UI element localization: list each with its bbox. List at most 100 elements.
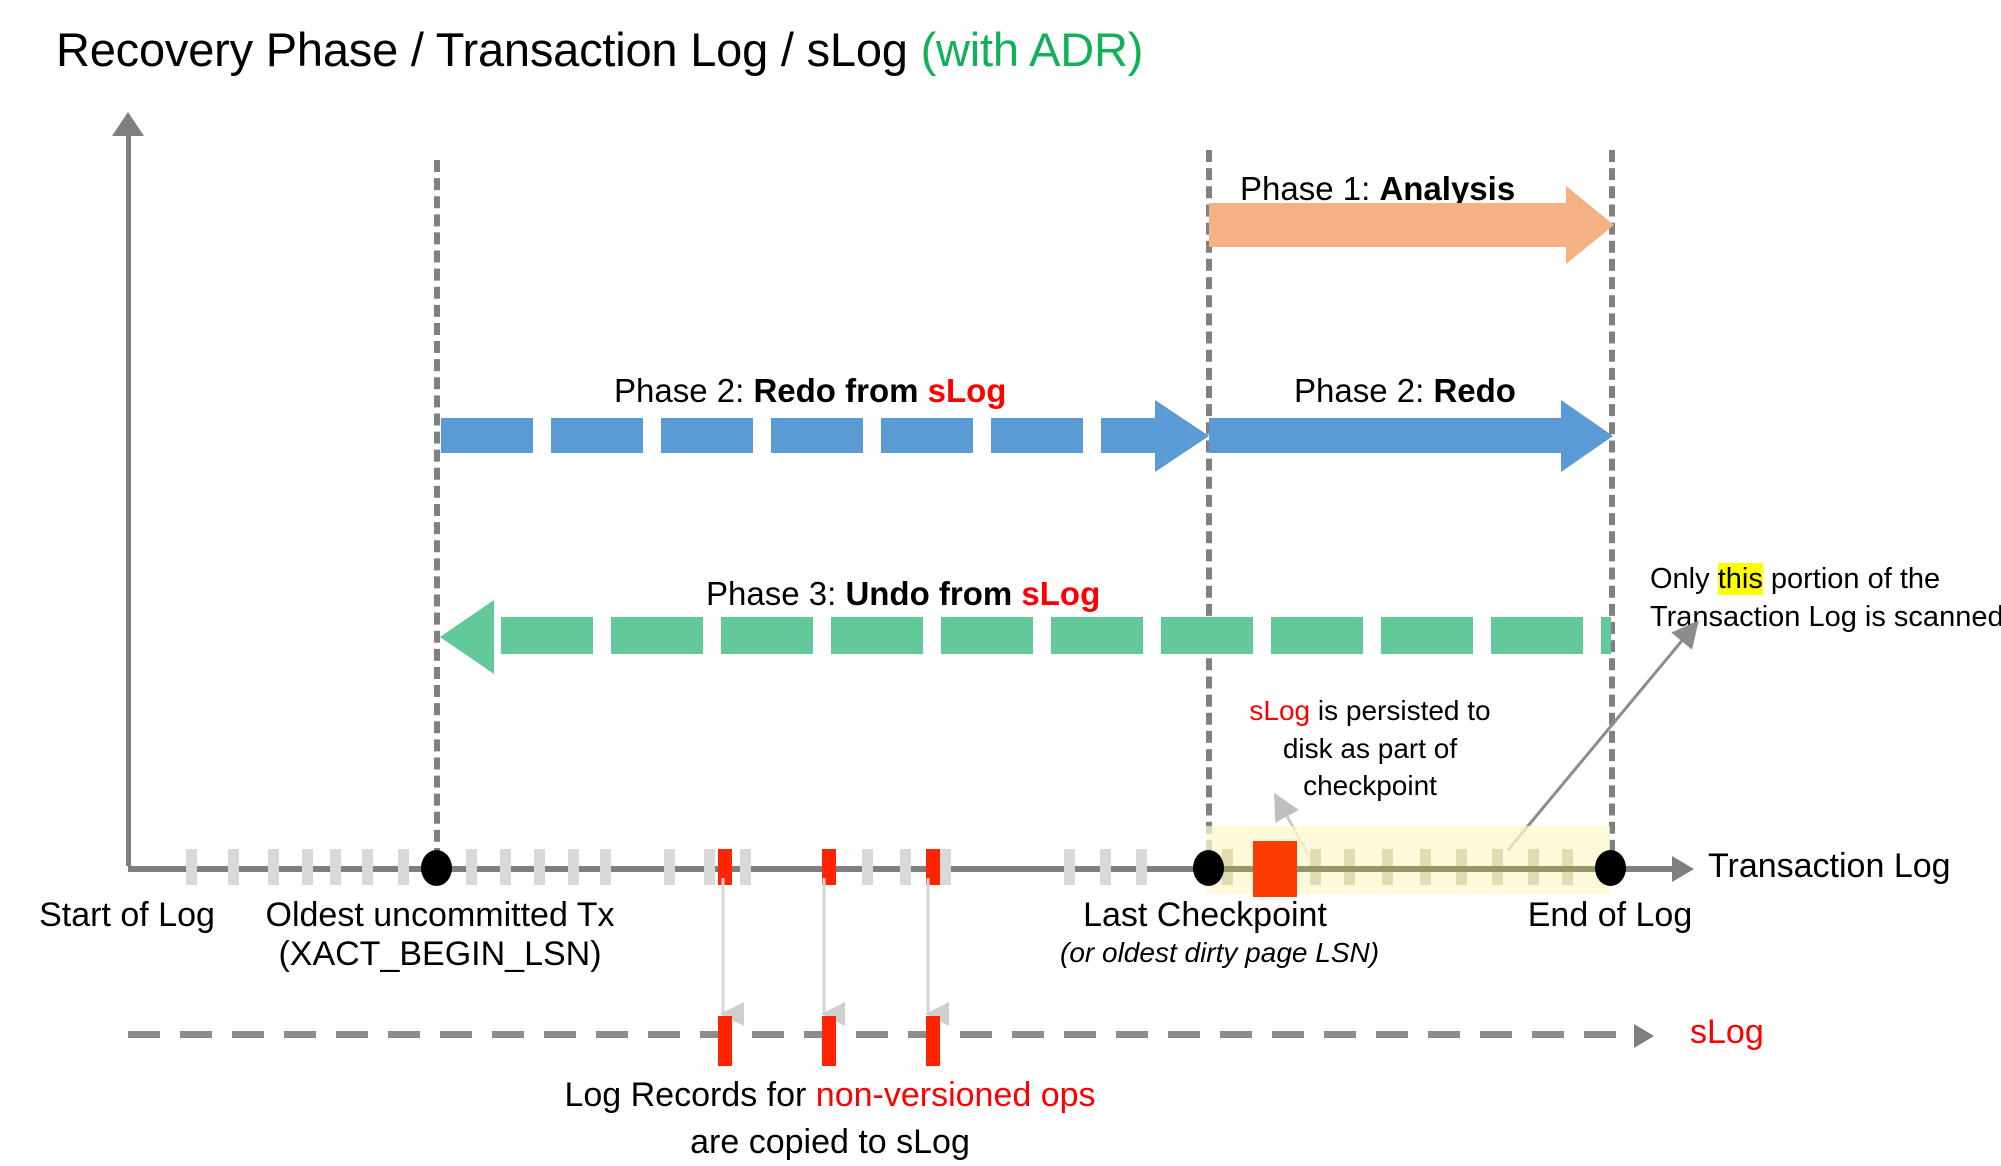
nonversioned-log-record-3 [926,849,940,885]
slog-axis-dash-20 [1116,1031,1148,1038]
phase-2-slog-dash-1 [441,418,533,453]
log-record-13 [664,849,675,885]
marker-dot-end-of-log [1595,850,1626,886]
scan-note-pre: Only [1650,563,1718,595]
slog-axis-dash-21 [1168,1031,1200,1038]
log-record-7 [398,849,409,885]
slog-axis-label: sLog [1690,1013,1764,1051]
log-record-18 [940,849,951,885]
slog-axis-dash-9 [544,1031,576,1038]
slog-axis-dash-13 [752,1031,784,1038]
scan-note-line-1: Only this portion of the [1650,560,1980,598]
slog-axis-dash-16 [908,1031,940,1038]
marker-label-end-of-log: End of Log [1480,896,1740,935]
log-record-11 [568,849,579,885]
log-record-3 [268,849,279,885]
log-record-12 [600,849,611,885]
scan-note-highlight: this [1717,563,1763,595]
phase-1-analysis-arrow-body [1209,203,1569,247]
checkpoint-note-line-2: disk as part of [1282,732,1458,764]
log-record-4 [302,849,313,885]
slog-axis-dash-6 [388,1031,420,1038]
log-record-15 [740,849,751,885]
slog-axis-dash-18 [1012,1031,1044,1038]
checkpoint-note: sLog is persisted to disk as part of che… [1225,692,1515,805]
slog-axis-dash-7 [440,1031,472,1038]
nonversioned-log-record-1 [718,849,732,885]
marker-label-start-of-log: Start of Log [0,896,254,935]
log-record-2 [228,849,239,885]
checkpoint-note-line-1: sLog is persisted to [1225,692,1515,730]
slog-persisted-record [1253,841,1297,897]
phase-2-slog-name: Redo from [753,372,928,409]
log-record-5 [330,849,341,885]
scan-note-leader-arrow [1506,620,1699,851]
phase-2-redo-name: Redo [1433,372,1516,409]
log-record-19 [1064,849,1075,885]
slog-axis-dash-10 [596,1031,628,1038]
slog-axis-dash-22 [1220,1031,1252,1038]
phase-2-redo-arrow-head [1561,400,1613,472]
copy-to-slog-note: Log Records for non-versioned ops are co… [515,1072,1145,1166]
marker-dot-oldest-uncommitted-tx [421,850,452,886]
log-record-10 [534,849,545,885]
log-record-9 [500,849,511,885]
log-record-6 [362,849,373,885]
slog-axis-dash-25 [1376,1031,1408,1038]
copy-to-slog-note-line-1: Log Records for non-versioned ops [515,1072,1145,1119]
checkpoint-note-rest: is persisted to [1310,695,1491,726]
phase-3-undo-accent: sLog [1021,575,1101,612]
slog-axis-dash-15 [856,1031,888,1038]
guide-line-last-checkpoint [1206,150,1212,870]
marker-label-last-checkpoint-text: Last Checkpoint [1083,896,1327,934]
phase-3-undo-dash-10 [1491,617,1583,654]
phase-1-analysis-arrow-head [1566,186,1614,264]
page-title-suffix: (with ADR) [920,23,1144,76]
slog-record-2 [822,1016,836,1066]
page-title-main: Recovery Phase / Transaction Log / sLog [56,23,908,76]
slog-axis-dash-12 [700,1031,732,1038]
vertical-axis-line [126,126,131,866]
copy-to-slog-leader-arrows [720,878,949,1026]
log-record-14 [704,849,715,885]
marker-dot-last-checkpoint [1193,850,1224,886]
slog-axis-dash-24 [1324,1031,1356,1038]
marker-label-oldest-uncommitted-tx-sub: (XACT_BEGIN_LSN) [278,935,602,973]
phase-3-undo-arrow-head [440,600,494,674]
log-record-8 [466,849,477,885]
marker-label-oldest-uncommitted-tx: Oldest uncommitted Tx (XACT_BEGIN_LSN) [262,896,618,974]
phase-2-slog-label: Phase 2: Redo from sLog [614,372,1006,410]
phase-1-label: Phase 1: Analysis [1240,170,1515,208]
transaction-log-axis-segment-scanned [1206,866,1610,872]
phase-3-undo-prefix: Phase 3: [706,575,846,612]
marker-label-last-checkpoint: Last Checkpoint (or oldest dirty page LS… [1060,896,1379,971]
scan-note-post: portion of the [1762,563,1941,595]
slog-axis-dash-3 [232,1031,264,1038]
checkpoint-note-line-3: checkpoint [1303,770,1437,802]
phase-2-redo-arrow-body [1209,418,1564,453]
copy-to-slog-note-accent: non-versioned ops [815,1076,1096,1114]
log-record-1 [186,849,197,885]
transaction-log-axis-arrowhead [1672,856,1694,882]
log-record-20 [1100,849,1111,885]
marker-label-start-of-log-text: Start of Log [39,896,215,934]
phase-2-redo-prefix: Phase 2: [1294,372,1434,409]
phase-3-undo-dash-11 [1601,617,1611,654]
phase-3-undo-dash-8 [1271,617,1363,654]
slog-axis-dash-17 [960,1031,992,1038]
log-record-16 [862,849,873,885]
marker-label-oldest-uncommitted-tx-text: Oldest uncommitted Tx [265,896,615,934]
phase-2-slog-dash-5 [881,418,973,453]
slog-axis-dash-5 [336,1031,368,1038]
phase-2-slog-dash-7 [1101,418,1161,453]
slog-record-1 [718,1016,732,1066]
slog-axis-dash-29 [1584,1031,1616,1038]
slog-axis-dash-23 [1272,1031,1304,1038]
phase-3-undo-label: Phase 3: Undo from sLog [706,575,1100,613]
phase-2-slog-dash-3 [661,418,753,453]
log-record-21 [1136,849,1147,885]
slog-axis-dash-8 [492,1031,524,1038]
scan-note-line-2: Transaction Log is scanned. [1650,601,2001,634]
log-record-17 [900,849,911,885]
slog-axis-dash-14 [804,1031,836,1038]
